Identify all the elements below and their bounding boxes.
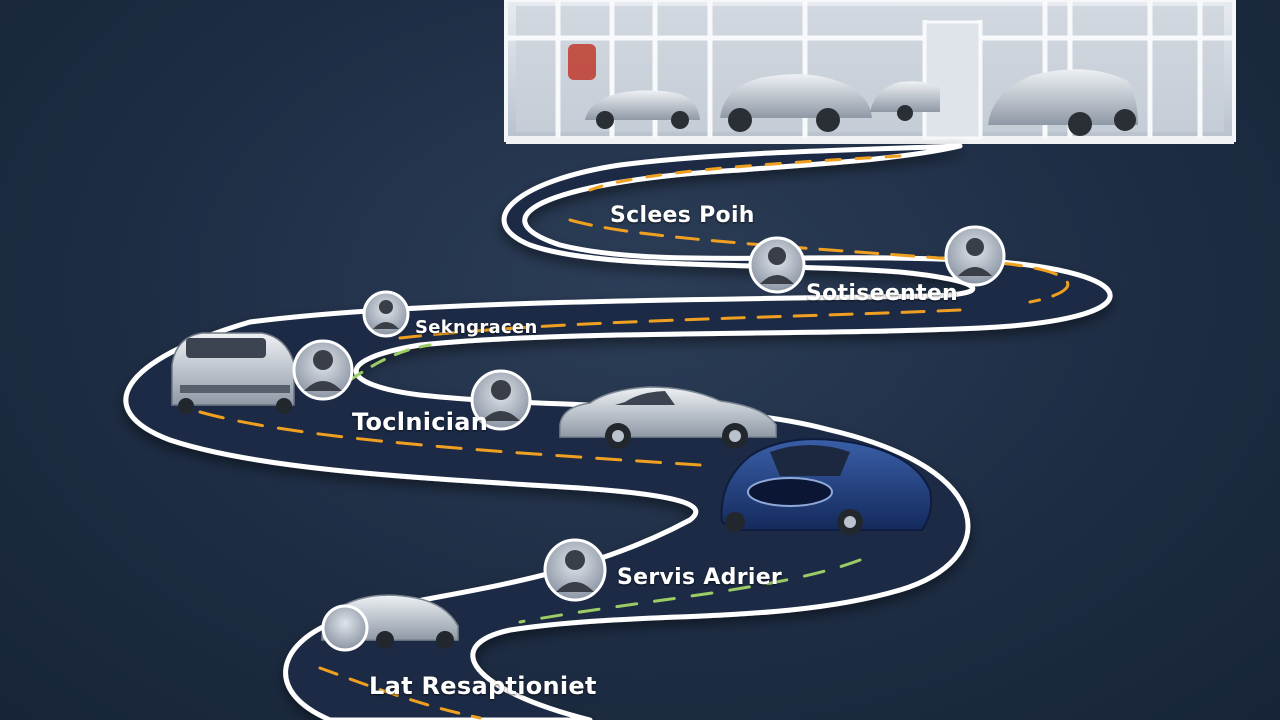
label-salesperson: Sotiseenten	[806, 281, 959, 306]
suv-car-icon	[171, 332, 295, 414]
person-avatar-icon	[470, 369, 532, 431]
blue-car-icon	[720, 438, 932, 535]
dealership-building	[504, 0, 1236, 144]
label-technician: Toclnician	[352, 408, 489, 436]
label-sales-manager: Sekngracen	[415, 317, 538, 338]
small-car-icon	[321, 594, 459, 652]
label-service-advisor: Servis Adrier	[617, 565, 783, 590]
label-sales-path: Sclees Poih	[610, 203, 755, 228]
lane-markings	[198, 154, 1070, 720]
showroom-car-icon	[988, 69, 1138, 136]
showroom-car-icon	[870, 81, 940, 121]
showroom-car-icon	[720, 74, 872, 132]
person-avatar-icon	[543, 538, 607, 602]
person-avatar-icon	[748, 236, 806, 294]
sedan-car-icon	[559, 386, 777, 449]
showroom-car-icon	[585, 90, 700, 129]
person-avatar-icon	[944, 225, 1006, 287]
label-receptionist: Lat Resaptioniet	[369, 672, 597, 700]
person-avatar-icon	[362, 290, 410, 338]
person-avatar-icon	[292, 339, 354, 401]
